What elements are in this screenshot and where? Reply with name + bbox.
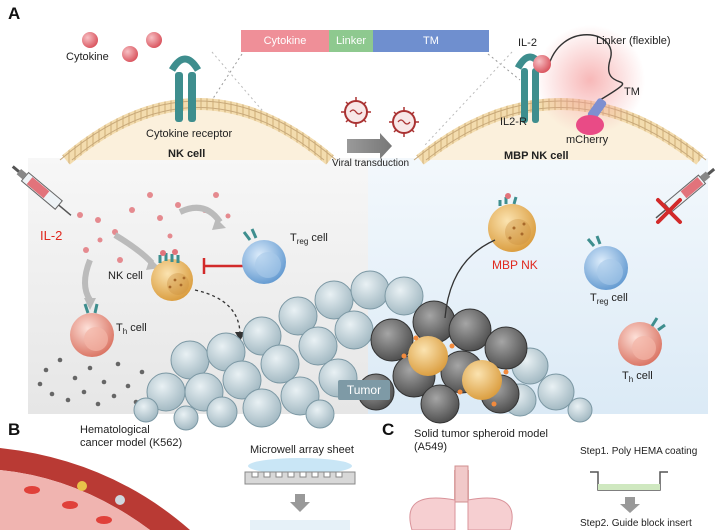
panel-b-model-line2: cancer model (K562) [80,437,183,449]
tumor-mass [133,270,593,431]
mbp-nk-cell-icon [488,193,536,252]
th-right-label: Th cell [622,370,653,384]
treg-right-t: T [590,292,597,304]
nk-cell-scene-label: NK cell [108,270,143,282]
th-right-sub: h [628,375,634,385]
treg-right-label: Treg cell [590,292,628,306]
culture-well-icon [590,471,668,513]
nk-cell-icon [151,249,193,301]
construct-linker-segment: Linker [329,30,373,52]
lung-icon [409,465,513,530]
th-cell-icon [70,303,114,357]
syringe-right-icon [655,167,716,219]
panel-a-letter: A [8,4,21,23]
treg-left-sub: reg [296,237,309,247]
step2-label: Step2. Guide block insert [580,518,692,529]
mbp-nk-scene-label: MBP NK [492,258,538,272]
panel-c-model-line2: (A549) [414,441,448,453]
th-left-sub: h [122,327,128,337]
microwell-sheet-label: Microwell array sheet [250,444,354,456]
viral-particle-icon [341,97,371,127]
il2-label: IL-2 [518,37,537,49]
panel-b-model-line1: Hematological [80,424,150,436]
tumor-label-box: Tumor [338,380,390,400]
th-left-t: T [116,322,123,334]
th-left-suffix: cell [127,322,147,334]
blood-vessel-icon [0,448,190,530]
dead-tumor-cells [357,300,528,424]
panel-c-model-line1: Solid tumor spheroid model [414,428,548,440]
syringe-icon [11,165,72,216]
tm-domain-icon [587,98,607,120]
construct-tm-label: TM [423,35,439,47]
treg-left-t: T [290,232,297,244]
mbp-nk-cell-title: MBP NK cell [504,150,569,162]
nk-cell-title: NK cell [168,148,206,160]
treg-right-sub: reg [596,297,609,307]
construct-tm-segment: TM [373,30,489,52]
viral-transduction-label: Viral transduction [332,158,410,169]
mcherry-label: mCherry [566,134,609,146]
cytokine-receptor-label: Cytokine receptor [146,128,233,140]
treg-left-suffix: cell [308,232,328,244]
transduction-arrow-icon [347,133,392,159]
cross-icon [656,198,682,224]
linker-label: Linker (flexible) [596,35,671,47]
construct-cytokine-segment: Cytokine [241,30,329,52]
construct-bar: Cytokine Linker TM [241,30,489,52]
il2r-label: IL2-R [500,116,527,128]
cytokine-label: Cytokine [66,51,109,63]
treg-left-label: Treg cell [290,232,328,246]
viral-particle-icon-2 [389,107,419,137]
mbp-nk-in-tumor-icon [408,336,502,400]
il2-scene-label: IL-2 [40,228,63,243]
th-cell-right-icon [618,317,666,366]
th-right-suffix: cell [633,370,653,382]
panel-b-letter: B [8,420,21,439]
treg-cell-right-icon [584,235,628,290]
tm-label: TM [624,86,640,98]
th-right-t: T [622,370,629,382]
cytokine-receptor-icon [168,55,202,122]
step1-label: Step1. Poly HEMA coating [580,446,698,457]
treg-right-suffix: cell [608,292,628,304]
th-left-label: Th cell [116,322,147,336]
microwell-sheet-icon [244,458,356,530]
treg-cell-icon [242,228,286,284]
tumor-label: Tumor [346,383,382,397]
mcherry-icon [576,115,604,135]
construct-cytokine-label: Cytokine [263,35,307,47]
panel-c-letter: C [382,420,395,439]
construct-linker-label: Linker [336,35,366,47]
